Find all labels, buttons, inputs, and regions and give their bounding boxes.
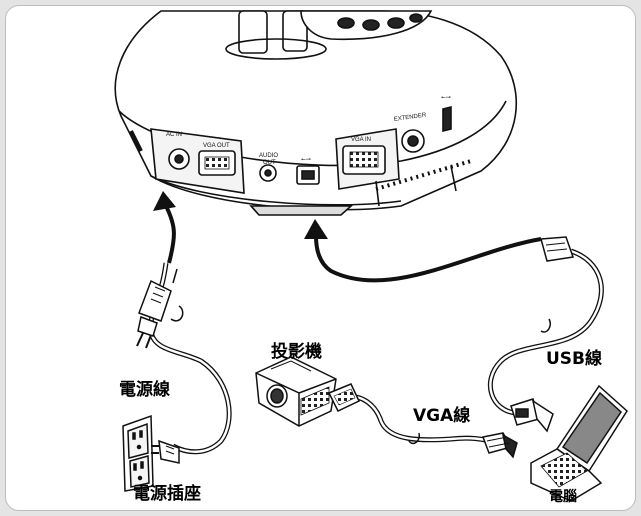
arrow-power [153,191,176,264]
document-camera [114,10,518,216]
usb-symbol-icon: ⭠⊸ [441,95,451,101]
port-label-vga-out: VGA OUT [203,143,230,149]
diagram-frame: AC IN VGA OUT AUDIO OUT VGA IN EXTENDER … [5,5,636,511]
power-plug-icon [136,279,172,349]
usb-cable-label: USB線 [546,349,603,369]
usb-a-plug-icon [510,398,554,433]
arrow-usb [304,219,542,283]
vga-cable-label: VGA線 [413,406,471,426]
usb-b-plug-icon [540,236,575,262]
usb-symbol-icon: ⭠⊸ [301,157,311,163]
power-cable-label: 電源線 [119,380,170,400]
port-label-audio-out: AUDIO [259,153,278,159]
port-label-extender: EXTENDER [393,112,427,123]
port-label-vga-in: VGA IN [351,137,371,143]
port-label-ac-in: AC IN [166,132,182,138]
connection-diagram: AC IN VGA OUT AUDIO OUT VGA IN EXTENDER … [114,10,628,502]
laptop-icon [530,384,628,502]
vga-cable [340,394,492,445]
projector-icon [255,356,337,427]
power-outlet-icon [122,414,180,492]
power-outlet-label: 電源插座 [133,484,201,504]
projector-label: 投影機 [271,342,322,362]
port-labels: AC IN VGA OUT AUDIO OUT VGA IN EXTENDER … [166,95,451,166]
vga-plug-icon [327,383,518,459]
computer-label: 電腦 [549,489,577,505]
usb-cable [487,248,604,416]
port-label-audio-out-2: OUT [263,160,276,166]
